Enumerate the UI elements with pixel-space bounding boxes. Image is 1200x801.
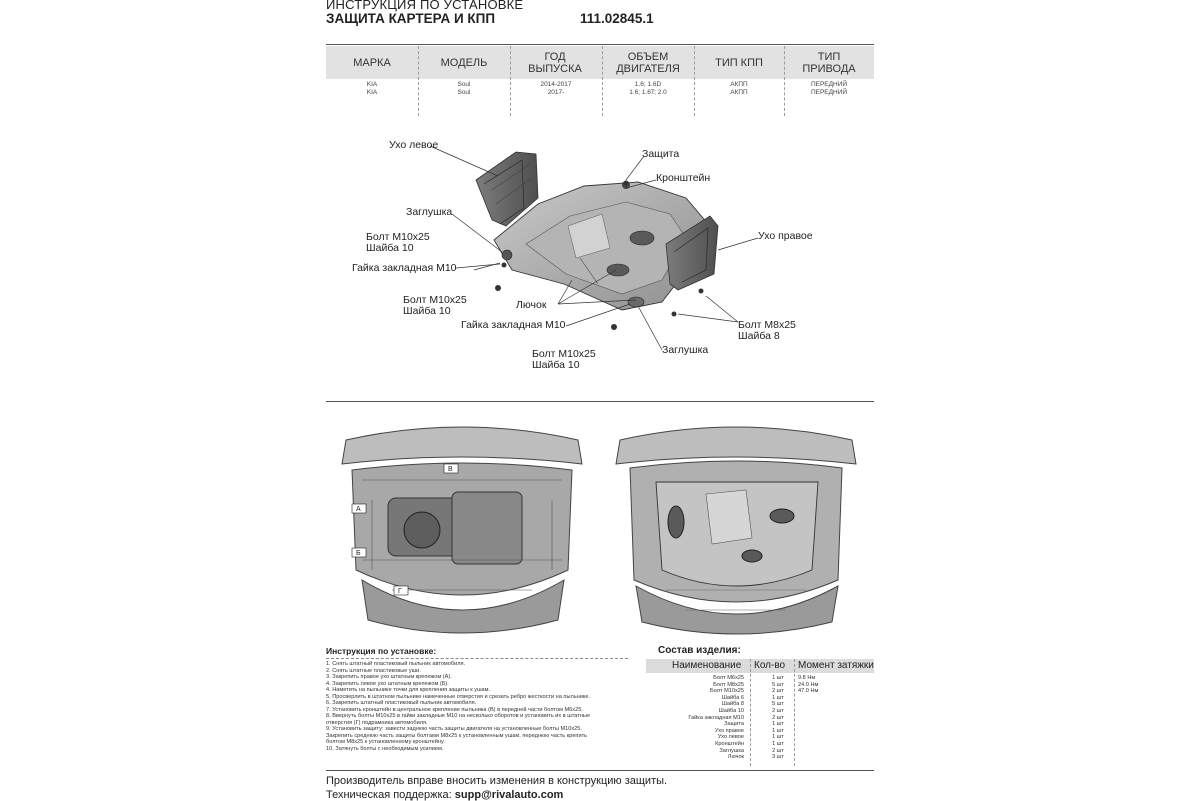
divider xyxy=(326,658,628,659)
marker-a: A xyxy=(356,506,361,513)
instruction-step: 9. Установить защиту: завести заднюю час… xyxy=(326,726,582,732)
instruction-step: 8. Ввернуть болты М10х25 в гайки закладн… xyxy=(326,713,591,719)
instruction-step: Закрепить среднюю часть защиты болтами М… xyxy=(326,732,588,739)
col-name: Наименование xyxy=(672,660,742,671)
label-bolt-m10-a: Болт М10х25 xyxy=(366,231,430,243)
support-label: Техническая поддержка: xyxy=(326,789,452,801)
instruction-step: 10. Затянуть болты с необходимым усилием… xyxy=(326,745,444,752)
label-bolt-m10-c: Болт М10х25 xyxy=(532,348,596,360)
label-hatch: Лючок xyxy=(516,299,547,311)
footer-notice: Производитель вправе вносить изменения в… xyxy=(326,775,668,787)
underbody-after-image xyxy=(606,420,868,640)
label-plug-left: Заглушка xyxy=(406,206,453,218)
divider xyxy=(326,401,874,402)
label-plug-right: Заглушка xyxy=(662,344,709,356)
spec-separator xyxy=(418,46,419,116)
instruction-step: отверстия (Г) подрамника автомобиля. xyxy=(326,719,428,726)
instruction-step: 7. Установить кронштейн в центральное кр… xyxy=(326,706,583,713)
label-nut-m10-a: Гайка закладная М10 xyxy=(352,262,457,274)
spec-col-year: ГОД ВЫПУСКА xyxy=(528,50,582,75)
label-bolt-m8: Болт М8х25 xyxy=(738,319,796,331)
marker-g: Г xyxy=(398,588,402,595)
support-email-link[interactable]: supp@rivalauto.com xyxy=(454,789,564,801)
label-nut-m10-b: Гайка закладная М10 xyxy=(461,319,566,331)
instruction-step: 5. Просверлить в штатном пыльнике намече… xyxy=(326,693,591,700)
divider xyxy=(326,44,874,45)
spec-separator xyxy=(510,46,511,116)
instruction-step: 3. Закрепить правое ухо штатным крепежом… xyxy=(326,674,452,680)
label-guard: Защита xyxy=(642,148,680,160)
divider xyxy=(326,770,874,771)
table-separator xyxy=(750,659,751,766)
doc-title-line2: ЗАЩИТА КАРТЕРА И КПП xyxy=(326,11,496,26)
label-washer-8: Шайба 8 xyxy=(738,330,780,342)
spec-col-engine: ОБЪЕМ ДВИГАТЕЛЯ xyxy=(616,50,680,75)
underbody-before-image: A Б В Г xyxy=(332,420,594,640)
skid-plate-drawing xyxy=(429,145,759,351)
instruction-step: 6. Закрепить штатный пластиковый пыльник… xyxy=(326,700,477,706)
label-bracket: Кронштейн xyxy=(656,172,711,184)
label-washer-10-c: Шайба 10 xyxy=(532,359,580,371)
col-qty: Кол-во xyxy=(754,660,786,671)
spec-col-drive: ТИП ПРИВОДА xyxy=(802,50,856,75)
marker-b: Б xyxy=(356,550,361,557)
instruction-step: 4. Закрепить левое ухо штатным крепежом … xyxy=(326,680,449,687)
spec-separator xyxy=(602,46,603,116)
doc-title-line1: ИНСТРУКЦИЯ ПО УСТАНОВКЕ xyxy=(326,0,524,12)
instructions-heading: Инструкция по установке: xyxy=(326,646,437,656)
footer-support: Техническая поддержка: supp@rivalauto.co… xyxy=(326,789,563,801)
instruction-step: 1. Снять штатный пластиковый пыльник авт… xyxy=(326,661,466,667)
ear-left-part xyxy=(475,151,539,227)
spec-separator xyxy=(784,46,785,116)
bolt-icon xyxy=(495,180,704,330)
spec-col-make: МАРКА xyxy=(353,56,391,69)
instruction-sheet: ИНСТРУКЦИЯ ПО УСТАНОВКЕ ЗАЩИТА КАРТЕРА И… xyxy=(326,0,874,801)
spec-col-model: МОДЕЛЬ xyxy=(440,56,488,69)
exploded-diagram: Ухо левое Защита Кронштейн Заглушка Болт… xyxy=(326,120,874,390)
components-table-header: Наименование Кол-во Момент затяжки xyxy=(646,659,874,673)
spec-table-header: МАРКА МОДЕЛЬ ГОД ВЫПУСКА ОБЪЕМ ДВИГАТЕЛЯ… xyxy=(326,46,874,79)
label-bolt-m10-b: Болт М10х25 xyxy=(403,294,467,306)
col-torque: Момент затяжки xyxy=(798,660,874,671)
components-heading: Состав изделия: xyxy=(658,645,741,656)
instruction-step: 4. Наметить на пыльнике точки для крепле… xyxy=(326,687,491,693)
instructions-list: 1. Снять штатный пластиковый пыльник авт… xyxy=(326,661,626,752)
label-ear-right: Ухо правое xyxy=(758,230,813,242)
product-code: 111.02845.1 xyxy=(580,11,654,26)
table-separator xyxy=(794,659,795,766)
label-ear-left: Ухо левое xyxy=(389,139,439,151)
label-washer-10-b: Шайба 10 xyxy=(403,305,451,317)
instruction-step: 2. Снять штатные пластиковые уши. xyxy=(326,667,421,674)
spec-col-gearbox: ТИП КПП xyxy=(715,56,763,69)
label-washer-10-a: Шайба 10 xyxy=(366,242,414,254)
ear-right-part xyxy=(665,215,719,291)
instruction-step: болтом М8х25 к установленному кронштейну… xyxy=(326,739,445,745)
callout-lines xyxy=(429,145,759,351)
spec-separator xyxy=(694,46,695,116)
marker-v: В xyxy=(448,466,453,473)
